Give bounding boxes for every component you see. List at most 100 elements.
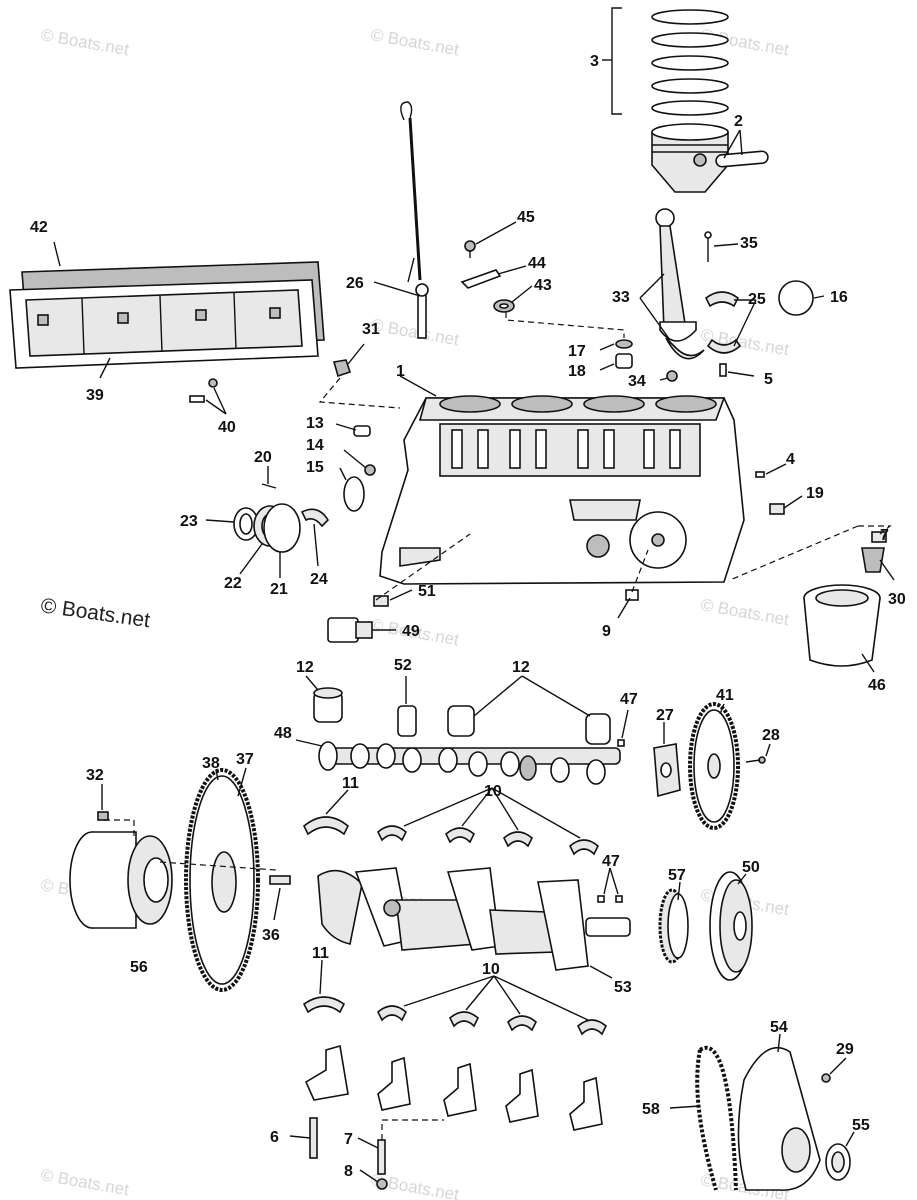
gasket-17 xyxy=(615,339,633,349)
leader-lines xyxy=(53,7,895,1183)
watermark-text: © Boats.net xyxy=(369,25,460,59)
callout-28: 28 xyxy=(762,727,780,744)
callout-45: 45 xyxy=(517,209,535,226)
oil-filter-46 xyxy=(803,584,881,667)
cam-gear-41 xyxy=(688,702,740,830)
main-cap-bolt-6 xyxy=(309,1117,318,1159)
callout-37: 37 xyxy=(236,751,254,768)
callout-57: 57 xyxy=(668,867,686,884)
callout-18: 18 xyxy=(568,363,586,380)
callout-16: 16 xyxy=(830,289,848,306)
callout-12b: 12 xyxy=(512,659,530,676)
callout-39: 39 xyxy=(86,387,104,404)
main-bearing-11b xyxy=(302,996,346,1014)
oil-pressure-sender-49 xyxy=(327,617,373,643)
crankshaft-53 xyxy=(317,867,631,971)
callout-54: 54 xyxy=(770,1019,788,1036)
callout-41: 41 xyxy=(716,687,734,704)
callout-9: 9 xyxy=(602,623,611,640)
dowel-pin xyxy=(719,363,727,377)
sleeve-18 xyxy=(615,353,633,369)
callout-34: 34 xyxy=(628,373,646,390)
callout-40: 40 xyxy=(218,419,236,436)
callout-7: 7 xyxy=(344,1131,353,1148)
plug-14 xyxy=(364,464,376,476)
dowel-47b xyxy=(597,895,623,903)
crank-gear-57 xyxy=(658,888,689,964)
adapter-30 xyxy=(861,547,885,573)
callout-26: 26 xyxy=(346,275,364,292)
camshaft-48 xyxy=(318,741,621,785)
callout-20: 20 xyxy=(254,449,272,466)
dowel-47a xyxy=(617,739,625,747)
callout-33: 33 xyxy=(612,289,630,306)
callout-51: 51 xyxy=(418,583,436,600)
oil-fitting-7 xyxy=(871,531,887,543)
callout-1: 1 xyxy=(396,363,405,380)
callout-24: 24 xyxy=(310,571,328,588)
callout-30: 30 xyxy=(888,591,906,608)
main-cap-2 xyxy=(377,1056,411,1111)
stud-7 xyxy=(377,1139,386,1175)
callout-21: 21 xyxy=(270,581,288,598)
main-bearing-10-lower-4 xyxy=(577,1019,607,1036)
watermark-text: © Boats.net xyxy=(699,595,790,629)
callout-58: 58 xyxy=(642,1101,660,1118)
callout-29: 29 xyxy=(836,1041,854,1058)
nut-8 xyxy=(376,1178,388,1190)
callout-56: 56 xyxy=(130,959,148,976)
watermark-text: © Boats.net xyxy=(39,25,130,59)
plug-34 xyxy=(666,370,678,382)
callout-53: 53 xyxy=(614,979,632,996)
bolt-29 xyxy=(821,1073,831,1083)
callout-13: 13 xyxy=(306,415,324,432)
callout-47b: 47 xyxy=(602,853,620,870)
main-bearing-10-lower-3 xyxy=(507,1015,537,1032)
main-cap-3 xyxy=(443,1062,477,1117)
callout-25: 25 xyxy=(748,291,766,308)
callout-numbers: 3 2 42 45 35 44 26 43 33 25 16 31 17 1 1… xyxy=(30,53,906,1180)
callout-11a: 11 xyxy=(342,775,359,792)
cam-bearing-12b xyxy=(447,705,475,737)
callout-43: 43 xyxy=(534,277,552,294)
callout-12a: 12 xyxy=(296,659,314,676)
piston xyxy=(651,123,729,193)
seal-24 xyxy=(300,508,330,528)
callout-35: 35 xyxy=(740,235,758,252)
bolt-28 xyxy=(745,756,766,764)
gasket-21 xyxy=(263,503,301,553)
watermark-text: © Boats.net xyxy=(369,315,460,349)
main-cap-5 xyxy=(569,1076,603,1131)
callout-2: 2 xyxy=(734,113,743,130)
cam-bearing-12c xyxy=(585,713,611,745)
main-bearing-10-upper-3 xyxy=(503,831,533,848)
plug-52 xyxy=(397,705,417,737)
callout-23: 23 xyxy=(180,513,198,530)
dipstick xyxy=(400,101,429,339)
pulley-50 xyxy=(709,871,753,981)
piston-rings xyxy=(651,9,729,116)
valve-cover xyxy=(9,261,325,369)
callout-42: 42 xyxy=(30,219,48,236)
flywheel-bolt-36 xyxy=(269,875,291,885)
flywheel-38 xyxy=(184,768,260,992)
callout-22: 22 xyxy=(224,575,242,592)
callout-11b: 11 xyxy=(312,945,329,962)
watermark-text: © Boats.net xyxy=(39,1165,130,1199)
rod-bolt xyxy=(704,231,712,262)
thrust-plate-27 xyxy=(653,743,681,798)
main-cap-1 xyxy=(304,1044,349,1101)
callout-3: 3 xyxy=(590,53,599,70)
callout-47a: 47 xyxy=(620,691,638,708)
rear-seal-23 xyxy=(233,507,259,541)
main-bearing-10-lower-2 xyxy=(449,1011,479,1028)
main-bearing-11a xyxy=(302,816,350,836)
callout-4: 4 xyxy=(786,451,795,468)
callout-5: 5 xyxy=(764,371,773,388)
callout-32: 32 xyxy=(86,767,104,784)
front-seal-55 xyxy=(825,1143,851,1181)
sensor-9 xyxy=(625,589,639,601)
callout-49: 49 xyxy=(402,623,420,640)
rod-bearing-upper xyxy=(704,291,740,308)
